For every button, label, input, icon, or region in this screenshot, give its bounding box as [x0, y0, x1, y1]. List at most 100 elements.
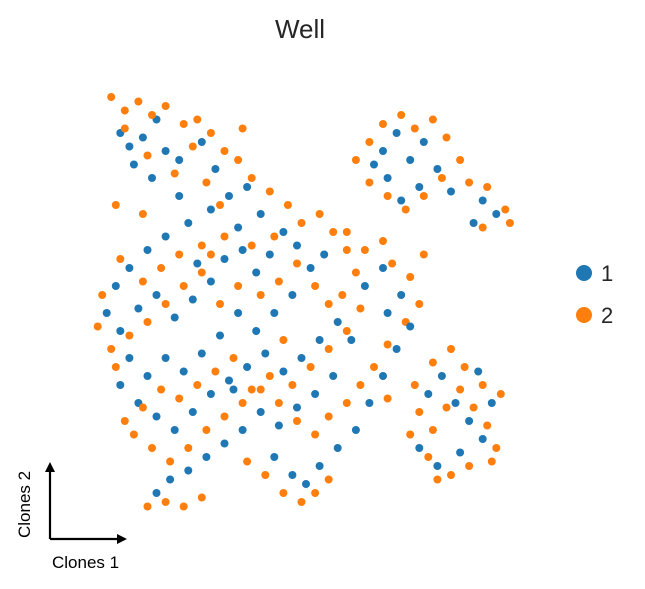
scatter-point-series-1 — [311, 390, 320, 398]
scatter-point-series-1 — [161, 147, 170, 155]
scatter-point-series-2 — [143, 502, 152, 511]
scatter-point-series-1 — [293, 403, 301, 412]
scatter-point-series-2 — [465, 178, 474, 187]
scatter-point-series-2 — [442, 133, 451, 142]
scatter-point-series-2 — [107, 345, 116, 353]
scatter-point-series-1 — [297, 354, 306, 362]
scatter-point-series-1 — [447, 187, 455, 196]
legend-marker-1 — [576, 265, 592, 281]
scatter-point-series-2 — [501, 205, 510, 214]
scatter-point-series-2 — [342, 399, 351, 407]
scatter-point-series-2 — [93, 322, 102, 331]
scatter-point-series-2 — [492, 444, 501, 452]
scatter-point-series-2 — [293, 259, 301, 268]
scatter-point-series-2 — [406, 430, 415, 439]
scatter-point-series-1 — [170, 426, 179, 434]
scatter-point-series-2 — [447, 345, 455, 353]
scatter-point-series-1 — [220, 255, 229, 263]
legend-label-1: 1 — [601, 261, 613, 286]
scatter-point-series-1 — [383, 174, 392, 182]
scatter-point-series-2 — [365, 178, 374, 187]
scatter-point-series-1 — [206, 205, 215, 214]
scatter-point-series-1 — [379, 372, 387, 380]
scatter-point-series-2 — [356, 381, 365, 389]
scatter-point-series-2 — [143, 151, 152, 160]
scatter-point-series-2 — [388, 259, 397, 268]
scatter-point-series-1 — [256, 408, 265, 416]
scatter-point-series-2 — [170, 169, 179, 178]
scatter-point-series-2 — [428, 426, 437, 434]
scatter-point-series-1 — [315, 462, 324, 470]
scatter-point-series-1 — [329, 372, 338, 380]
scatter-point-series-2 — [188, 142, 197, 151]
scatter-point-series-1 — [184, 466, 193, 475]
scatter-point-series-1 — [360, 282, 369, 290]
scatter-point-series-2 — [143, 318, 152, 326]
scatter-point-series-2 — [297, 498, 306, 506]
scatter-point-series-1 — [456, 448, 465, 457]
scatter-point-series-1 — [202, 453, 211, 461]
scatter-point-series-2 — [424, 453, 433, 461]
scatter-point-series-2 — [279, 489, 288, 497]
scatter-point-series-1 — [252, 268, 261, 277]
scatter-point-series-2 — [138, 210, 147, 218]
scatter-point-series-2 — [202, 178, 211, 187]
scatter-point-series-2 — [116, 255, 125, 263]
scatter-point-series-1 — [469, 219, 478, 227]
scatter-point-series-2 — [216, 201, 224, 209]
scatter-point-series-2 — [365, 138, 374, 146]
scatter-point-series-1 — [392, 129, 401, 137]
scatter-point-series-2 — [338, 291, 347, 299]
scatter-point-series-2 — [456, 156, 465, 164]
scatter-point-series-1 — [365, 399, 374, 407]
y-axis-label: Clones 2 — [15, 471, 34, 538]
scatter-point-series-1 — [274, 421, 283, 430]
scatter-point-series-2 — [356, 304, 365, 313]
legend: 12 — [576, 261, 613, 328]
scatter-point-series-1 — [465, 417, 474, 425]
scatter-point-series-2 — [342, 327, 351, 335]
scatter-point-series-1 — [315, 336, 324, 344]
chart-title: Well — [275, 14, 325, 44]
scatter-point-series-1 — [288, 291, 297, 299]
scatter-point-series-1 — [333, 318, 342, 326]
scatter-point-series-2 — [410, 124, 419, 133]
scatter-point-series-1 — [415, 444, 424, 452]
scatter-point-series-2 — [279, 336, 288, 344]
legend-marker-2 — [576, 307, 592, 323]
scatter-point-series-1 — [166, 475, 175, 484]
scatter-point-series-2 — [238, 399, 247, 407]
scatter-point-series-2 — [161, 300, 170, 308]
scatter-point-series-1 — [193, 259, 202, 268]
scatter-point-series-2 — [206, 250, 215, 259]
scatter-point-series-2 — [161, 102, 170, 110]
scatter-point-series-1 — [406, 156, 415, 164]
scatter-point-series-1 — [415, 183, 424, 191]
scatter-point-series-2 — [138, 403, 147, 412]
scatter-point-series-1 — [179, 367, 188, 376]
scatter-point-series-2 — [202, 426, 211, 434]
scatter-point-series-2 — [193, 381, 202, 389]
scatter-point-series-2 — [256, 385, 265, 394]
scatter-point-series-2 — [419, 192, 428, 200]
scatter-point-series-1 — [419, 138, 428, 146]
scatter-point-series-2 — [288, 381, 297, 389]
scatter-point-series-2 — [297, 219, 306, 227]
scatter-point-series-2 — [197, 268, 206, 277]
scatter-point-series-1 — [392, 345, 401, 353]
scatter-point-series-1 — [302, 480, 310, 488]
scatter-point-series-1 — [125, 142, 134, 151]
scatter-point-series-1 — [279, 228, 288, 236]
scatter-point-series-1 — [347, 336, 356, 344]
scatter-point-series-2 — [315, 210, 324, 218]
scatter-point-series-2 — [261, 471, 270, 479]
scatter-point-series-1 — [138, 133, 147, 142]
scatter-point-series-2 — [125, 331, 134, 340]
scatter-point-series-1 — [134, 304, 143, 313]
scatter-point-series-2 — [111, 201, 120, 209]
scatter-point-series-2 — [478, 223, 487, 232]
scatter-point-series-2 — [419, 250, 428, 259]
scatter-point-series-2 — [360, 246, 369, 254]
scatter-point-series-2 — [111, 363, 120, 371]
scatter-point-series-2 — [247, 385, 256, 394]
